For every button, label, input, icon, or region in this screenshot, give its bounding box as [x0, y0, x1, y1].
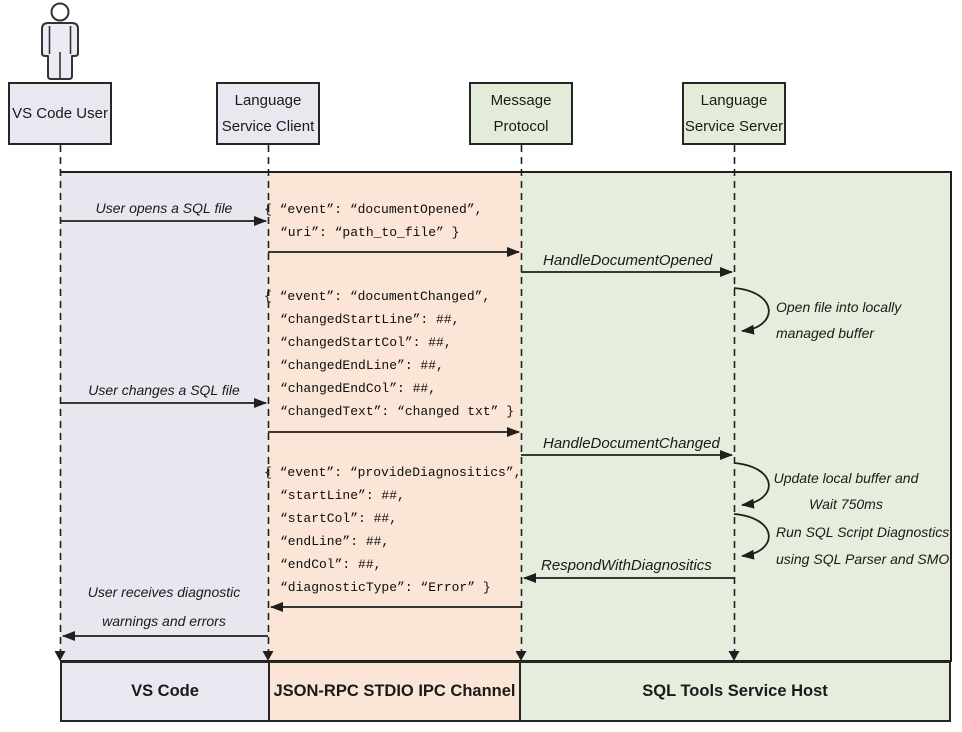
json-line: “startCol”: ##, [280, 511, 398, 526]
vscode-lane-band [60, 173, 268, 661]
actor-label: Service Client [221, 117, 315, 135]
json-line: “changedStartLine”: ##, [280, 312, 460, 327]
json-provide-diagnositics: { “event”: “provideDiagnositics”, “start… [264, 461, 521, 599]
label-user-opens-file: User opens a SQL file [95, 200, 233, 216]
note-line: managed buffer [776, 325, 875, 341]
json-line: “changedText”: “changed txt” } [280, 404, 515, 419]
ipc-channel-lane-band [268, 173, 521, 661]
footer-ipc-channel: JSON-RPC STDIO IPC Channel [268, 663, 519, 720]
json-line: { “event”: “provideDiagnositics”, [264, 465, 522, 480]
json-line: “diagnosticType”: “Error” } [280, 580, 491, 595]
actor-label: Message [490, 91, 552, 109]
note-update-buffer-wait: Update local buffer and Wait 750ms [768, 465, 924, 517]
json-line: “uri”: “path_to_file” } [280, 225, 460, 240]
actor-label: VS Code User [12, 104, 108, 122]
service-host-lane-band [521, 173, 951, 661]
label-handle-document-opened: HandleDocumentOpened [543, 252, 713, 269]
note-line: Run SQL Script Diagnostics [776, 524, 950, 540]
json-line: { “event”: “documentChanged”, [264, 289, 491, 304]
note-line: Open file into locally [776, 299, 902, 315]
note-line: using SQL Parser and SMO [776, 551, 950, 567]
note-run-diagnostics: Run SQL Script Diagnostics using SQL Par… [776, 519, 949, 573]
json-line: “endLine”: ##, [280, 534, 390, 549]
actor-box-vscode-user: VS Code User [8, 82, 112, 145]
actor-box-language-service-client: Language Service Client [216, 82, 320, 145]
footer-vscode: VS Code [62, 663, 268, 720]
label-user-receives-diagnostics: User receives diagnostic warnings and er… [60, 578, 268, 636]
note-line: User receives diagnostic [87, 584, 241, 600]
json-document-opened: { “event”: “documentOpened”, “uri”: “pat… [264, 198, 482, 244]
actor-label: Language [700, 91, 768, 109]
label-user-changes-file: User changes a SQL file [88, 382, 240, 398]
note-open-file-buffer: Open file into locally managed buffer [776, 294, 901, 346]
json-line: { “event”: “documentOpened”, [264, 202, 483, 217]
actor-label: Protocol [493, 117, 549, 135]
bottom-summary-row: VS Code JSON-RPC STDIO IPC Channel SQL T… [60, 661, 951, 722]
note-line: Update local buffer and [773, 470, 919, 486]
actor-label: Service Server [684, 117, 784, 135]
footer-service-host: SQL Tools Service Host [519, 663, 949, 720]
label-handle-document-changed: HandleDocumentChanged [543, 435, 720, 452]
note-line: warnings and errors [102, 613, 226, 629]
json-line: “changedStartCol”: ##, [280, 335, 452, 350]
user-actor-icon [41, 2, 79, 80]
json-document-changed: { “event”: “documentChanged”, “changedSt… [264, 285, 514, 423]
actor-box-language-service-server: Language Service Server [682, 82, 786, 145]
json-line: “endCol”: ##, [280, 557, 382, 572]
json-line: “startLine”: ##, [280, 488, 405, 503]
label-respond-with-diagnositics: RespondWithDiagnositics [541, 557, 712, 574]
actor-label: Language [234, 91, 302, 109]
note-line: Wait 750ms [809, 496, 883, 512]
json-line: “changedEndCol”: ##, [280, 381, 437, 396]
actor-box-message-protocol: Message Protocol [469, 82, 573, 145]
json-line: “changedEndLine”: ##, [280, 358, 444, 373]
